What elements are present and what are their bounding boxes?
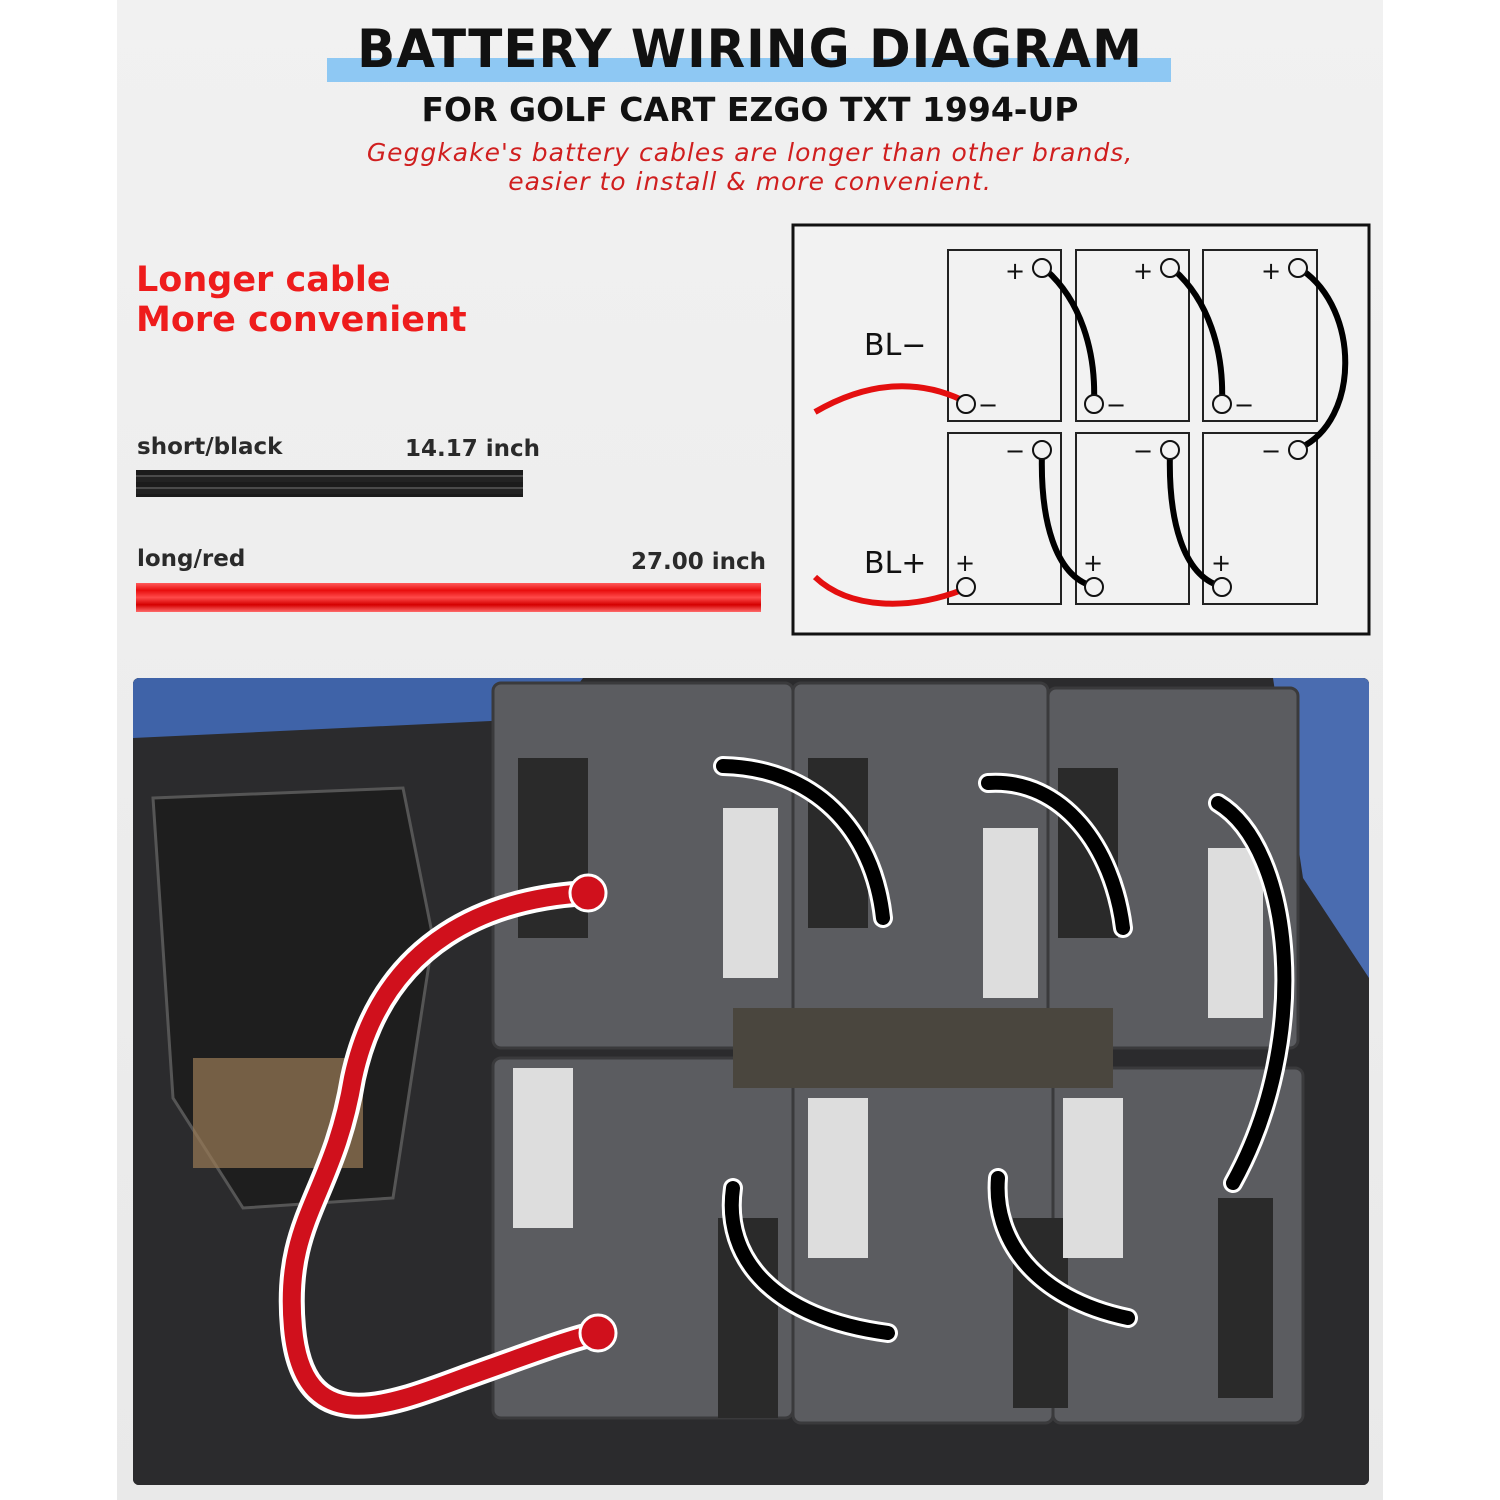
- terminal-icon: [956, 577, 976, 597]
- battery-label: [808, 1098, 868, 1258]
- positive-main-cable: [812, 574, 964, 607]
- battery-cell: [1202, 249, 1318, 422]
- long-cable-label: long/red: [137, 546, 246, 572]
- plus-sign: +: [1261, 257, 1281, 285]
- jumper-cables: [1038, 267, 1349, 589]
- photo-jumper-cables: [713, 756, 1295, 1343]
- jumper-cable: [1043, 267, 1098, 405]
- terminals: [956, 258, 1308, 597]
- terminal-icon: [1212, 394, 1232, 414]
- photo-illustration: [133, 678, 1369, 1485]
- short-cable-label: short/black: [137, 434, 283, 460]
- negative-main-cable: [813, 383, 964, 415]
- page-subtitle: FOR GOLF CART EZGO TXT 1994-UP: [421, 90, 1079, 129]
- terminal-icon: [1288, 440, 1308, 460]
- long-red-cable: [136, 583, 761, 612]
- jumper-cable: [1038, 449, 1095, 589]
- plus-sign: +: [1083, 549, 1103, 577]
- tagline: Geggkake's battery cables are longer tha…: [0, 138, 1500, 196]
- battery-cell: [947, 432, 1062, 605]
- minus-sign: −: [978, 391, 998, 419]
- short-cable-length: 14.17 inch: [405, 436, 541, 462]
- terminal-icon: [1084, 577, 1104, 597]
- cart-body-blue: [133, 678, 583, 738]
- terminal-icon: [1288, 258, 1308, 278]
- terminal-icon: [1212, 577, 1232, 597]
- jumper-cable: [1166, 449, 1223, 589]
- minus-sign: −: [1261, 437, 1281, 465]
- jumper-cable: [1297, 267, 1349, 451]
- short-black-cable: [136, 470, 523, 497]
- callout-line-1: Longer cable: [136, 260, 391, 300]
- bl-plus-label: BL+: [864, 546, 926, 581]
- battery-label: [1208, 848, 1263, 1018]
- diagram-frame: [791, 223, 1371, 636]
- battery-label: [723, 808, 778, 978]
- tagline-line-2: easier to install & more convenient.: [508, 167, 992, 196]
- title-highlight: [327, 58, 1171, 82]
- terminal-signs: + + + − − − − − − + + +: [955, 257, 1281, 577]
- jumper-cable: [1171, 267, 1226, 405]
- battery-cell: [1202, 432, 1318, 605]
- wiring-diagram: + + + − − − − − − + + + BL− BL+: [791, 223, 1371, 636]
- battery-cells: [947, 249, 1318, 605]
- callout-line-2: More convenient: [136, 300, 467, 340]
- terminal-icon: [1032, 258, 1052, 278]
- hold-down-bracket: [733, 1008, 1113, 1088]
- tagline-line-1: Geggkake's battery cables are longer tha…: [366, 138, 1134, 167]
- long-cable-length: 27.00 inch: [631, 549, 767, 575]
- page-title: BATTERY WIRING DIAGRAM: [357, 18, 1143, 80]
- battery-label: [983, 828, 1038, 998]
- terminal-icon: [1160, 440, 1180, 460]
- callout: Longer cable More convenient: [136, 260, 467, 340]
- terminal-icon: [1032, 440, 1052, 460]
- battery-cell: [947, 249, 1062, 422]
- plus-sign: +: [1133, 257, 1153, 285]
- bl-minus-label: BL−: [864, 328, 926, 363]
- plus-sign: +: [1211, 549, 1231, 577]
- minus-sign: −: [1106, 391, 1126, 419]
- terminal-icon: [1084, 394, 1104, 414]
- minus-sign: −: [1133, 437, 1153, 465]
- terminal-icon: [1160, 258, 1180, 278]
- battery-cell: [1075, 432, 1190, 605]
- plus-sign: +: [955, 549, 975, 577]
- minus-sign: −: [1234, 391, 1254, 419]
- plus-sign: +: [1005, 257, 1025, 285]
- battery-cell: [1075, 249, 1190, 422]
- installation-photo: [133, 678, 1369, 1485]
- battery-label: [513, 1068, 573, 1228]
- minus-sign: −: [1005, 437, 1025, 465]
- battery-label: [1063, 1098, 1123, 1258]
- photo-red-cables: [278, 873, 618, 1419]
- terminal-icon: [956, 394, 976, 414]
- main-cables: [812, 383, 964, 607]
- battery-label: [1218, 1198, 1273, 1398]
